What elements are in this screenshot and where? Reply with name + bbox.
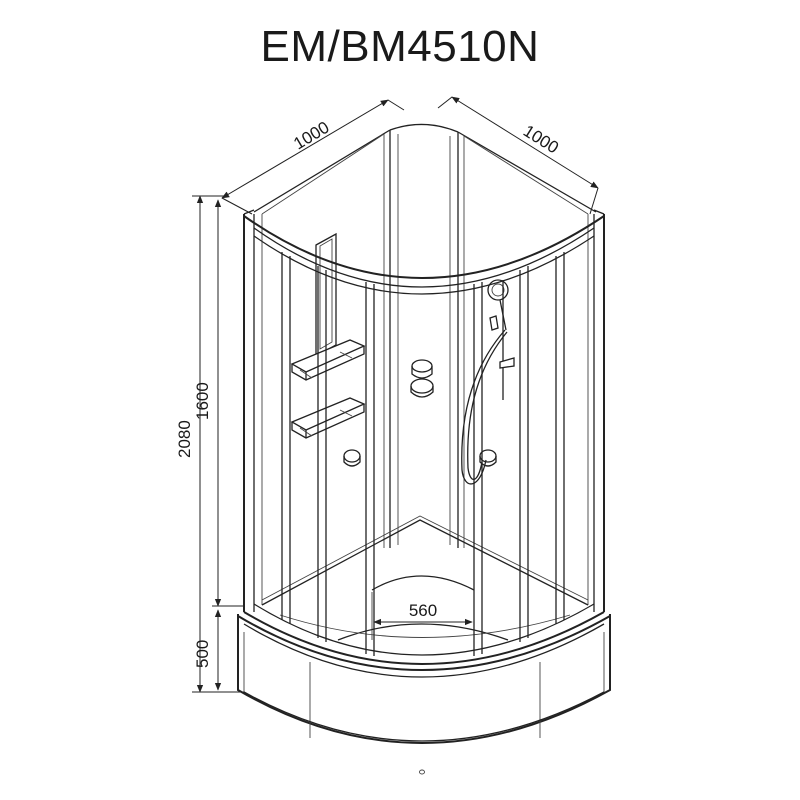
dimension-panel-height: 1600 (193, 199, 244, 607)
mixer-control (410, 359, 434, 398)
left-sliding-door (281, 252, 375, 656)
dimension-total-height: 2080 (175, 195, 244, 693)
dimension-width-left: 1000 (221, 99, 405, 215)
total-height-label: 2080 (175, 420, 194, 458)
dimension-door-opening: 560 (373, 601, 473, 626)
left-wall-knob (343, 449, 361, 467)
front-frame (243, 209, 605, 665)
door-opening-label: 560 (409, 601, 437, 620)
hand-shower-icon (461, 279, 515, 485)
tray-floor (261, 515, 589, 641)
tray-apron (237, 614, 611, 775)
width-left-label: 1000 (290, 118, 332, 154)
shelf-lower (290, 397, 366, 439)
right-sliding-door (473, 252, 565, 656)
dimension-tray-height: 500 (193, 609, 222, 691)
dimension-width-right: 1000 (437, 96, 599, 215)
right-wall-knob (479, 449, 497, 467)
tray-height-label: 500 (193, 640, 212, 668)
panel-height-label: 1600 (193, 382, 212, 420)
shelf-upper (290, 339, 366, 381)
model-title: EM/BM4510N (260, 22, 540, 71)
back-walls (253, 123, 597, 605)
